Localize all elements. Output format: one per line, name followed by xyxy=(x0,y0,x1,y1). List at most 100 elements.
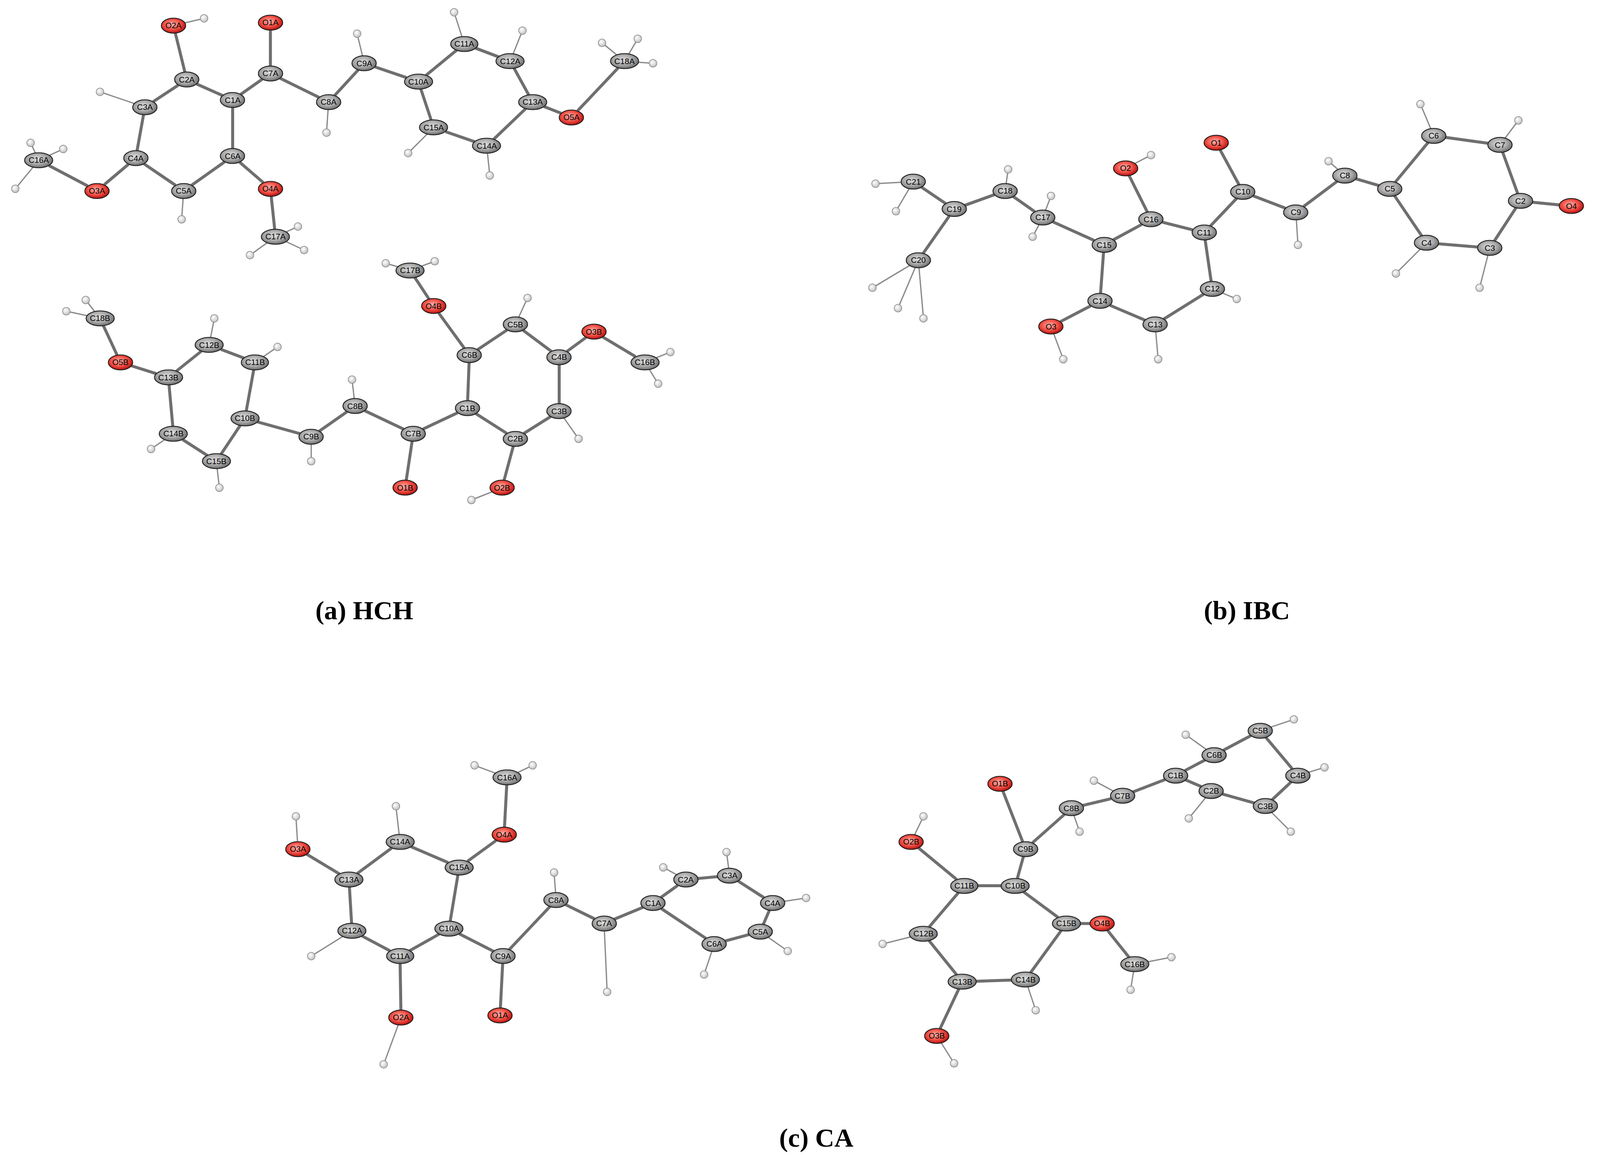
atom-ellipsoid: C9B xyxy=(298,428,324,445)
atom-ellipsoid: C11A xyxy=(450,35,479,53)
hydrogen-bond xyxy=(918,260,924,319)
ellipsoid-shape xyxy=(1247,723,1273,739)
atom-ellipsoid: C17A xyxy=(260,228,291,245)
atom-ellipsoid: C3 xyxy=(1476,239,1503,256)
ellipsoid-shape xyxy=(450,36,478,52)
atom-ellipsoid: C6B xyxy=(1201,747,1227,764)
atom-ellipsoid: O4 xyxy=(1558,197,1585,215)
bond-stick xyxy=(279,78,320,98)
bond-stick xyxy=(577,67,618,112)
atom-label: C5B xyxy=(1252,726,1268,735)
atom-ellipsoid: C12B xyxy=(908,925,939,942)
hydrogen-atom xyxy=(802,894,810,902)
atom-ellipsoid: C18A xyxy=(609,52,640,70)
hydrogen-atom xyxy=(1232,295,1241,303)
atom-label: C12A xyxy=(341,926,363,935)
atom-ellipsoid: C14 xyxy=(1087,292,1113,309)
hydrogen-atom xyxy=(659,863,668,872)
ellipsoid-shape xyxy=(1110,788,1135,804)
ellipsoid-shape xyxy=(419,120,448,136)
atom-ellipsoid: C6A xyxy=(219,147,246,165)
ellipsoid-shape xyxy=(435,920,464,936)
atom-label: C1B xyxy=(1167,771,1184,780)
atom-label: C2A xyxy=(677,875,694,884)
atom-ellipsoid: O1A xyxy=(487,1007,513,1024)
bond-stick xyxy=(334,69,359,96)
atom-label: C4A xyxy=(764,899,781,908)
atom-ellipsoid: O1A xyxy=(257,14,284,31)
hydrogen-atom xyxy=(62,307,71,315)
ellipsoid-shape xyxy=(1088,293,1113,309)
atom-ellipsoid: C7A xyxy=(257,65,284,82)
bond-stick xyxy=(544,106,562,114)
atom-ellipsoid: O2 xyxy=(1112,160,1139,177)
bond-stick xyxy=(1185,779,1202,787)
bond-stick xyxy=(475,413,507,434)
bond-stick xyxy=(921,187,946,204)
hydrogen-atom xyxy=(1090,776,1098,785)
bond-stick xyxy=(1445,137,1489,144)
ellipsoid-shape xyxy=(1113,160,1138,176)
atom-ellipsoid: C13A xyxy=(517,94,548,111)
ellipsoid-shape xyxy=(84,183,109,199)
atom-ellipsoid: C9B xyxy=(1012,841,1039,858)
atom-label: C18A xyxy=(614,57,636,66)
atom-ellipsoid: C19 xyxy=(941,200,968,218)
ellipsoid-shape xyxy=(610,53,639,69)
atom-label: O3A xyxy=(289,844,306,853)
ellipsoid-shape xyxy=(159,426,188,442)
ellipsoid-shape xyxy=(760,895,785,911)
bond-stick xyxy=(176,351,202,372)
hydrogen-atom xyxy=(11,185,20,193)
bond-stick xyxy=(152,85,179,102)
atom-ellipsoid: C1A xyxy=(219,91,246,109)
atom-ellipsoid: C5A xyxy=(170,182,197,200)
atom-label: C11B xyxy=(954,881,974,890)
atom-ellipsoid: C2A xyxy=(673,871,699,888)
hydrogen-atom xyxy=(147,445,155,453)
atom-ellipsoid: C12A xyxy=(337,922,367,939)
ellipsoid-shape xyxy=(899,834,924,850)
bond-stick xyxy=(1205,240,1212,282)
atom-ellipsoid: C16B xyxy=(630,354,660,371)
ellipsoid-shape xyxy=(591,915,617,931)
atom-ellipsoid: O4A xyxy=(257,180,284,198)
ellipsoid-shape xyxy=(445,859,474,875)
atom-label: C5A xyxy=(752,927,768,936)
bond-stick xyxy=(103,325,118,356)
atom-label: C19 xyxy=(946,205,962,214)
atom-label: C9A xyxy=(356,59,373,68)
atom-label: C14A xyxy=(389,837,411,846)
atom-label: O4 xyxy=(1565,202,1577,211)
atom-ellipsoid: C3A xyxy=(132,99,158,116)
atom-label: O1 xyxy=(1211,138,1222,148)
atom-ellipsoid: C5 xyxy=(1376,180,1403,198)
atom-label: C12 xyxy=(1204,284,1220,293)
hydrogen-atom xyxy=(59,145,68,153)
atom-label: C1A xyxy=(645,899,662,908)
bond-stick xyxy=(426,50,457,76)
ellipsoid-shape xyxy=(1011,972,1040,988)
atom-ellipsoid: C15A xyxy=(444,859,474,876)
atom-label: C14A xyxy=(476,141,498,150)
atom-label: C9 xyxy=(1290,208,1301,217)
ellipsoid-shape xyxy=(1142,317,1168,333)
atom-ellipsoid: C7 xyxy=(1487,136,1513,153)
atom-ellipsoid: C18 xyxy=(992,182,1018,200)
hydrogen-atom xyxy=(722,848,731,856)
atom-label: C2 xyxy=(1515,197,1526,206)
atom-ellipsoid: C9A xyxy=(490,947,516,965)
ellipsoid-shape xyxy=(547,403,572,419)
panel-caption: (c) CA xyxy=(779,1123,854,1153)
atom-label: C8A xyxy=(320,97,337,106)
atom-label: C4 xyxy=(1421,238,1432,248)
hydrogen-atom xyxy=(633,35,642,43)
atom-ellipsoid: C3B xyxy=(1252,797,1279,815)
ellipsoid-shape xyxy=(1204,135,1229,151)
bond-stick xyxy=(923,216,950,254)
atom-label: C15A xyxy=(423,123,445,132)
ellipsoid-shape xyxy=(1059,800,1084,816)
hydrogen-atom xyxy=(1147,151,1155,159)
atom-label: C16B xyxy=(1124,960,1145,969)
